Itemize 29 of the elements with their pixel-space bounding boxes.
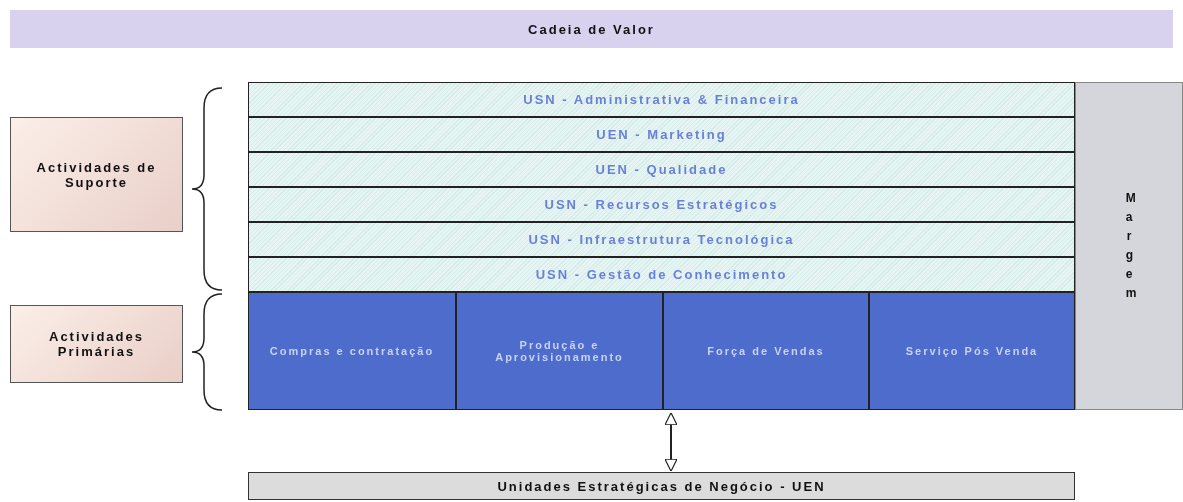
activity-bar — [248, 117, 1075, 152]
node-label: Actividades de Suporte — [35, 159, 158, 190]
unit-box — [248, 472, 1075, 500]
activity-box — [248, 292, 456, 410]
node-label: Actividades Primárias — [48, 329, 145, 359]
node-label: Força de Vendas — [707, 345, 825, 357]
node-label: USN - Recursos Estratégicos — [544, 197, 779, 212]
node-label: USN - Infraestrutura Tecnológica — [528, 232, 795, 247]
activity-bar — [248, 82, 1075, 117]
node-label: Serviço Pós Venda — [905, 345, 1039, 357]
activity-box — [869, 292, 1075, 410]
margin-bar — [1075, 82, 1183, 410]
activity-bar — [248, 257, 1075, 292]
activity-box — [456, 292, 663, 410]
title: Cadeia de Valor — [528, 21, 655, 37]
activity-bar — [248, 187, 1075, 222]
node-label: USN - Administrativa & Financeira — [523, 92, 800, 107]
node-label: Produção e Aprovisionamento — [494, 339, 625, 363]
category-box — [10, 117, 183, 232]
node-label: USN - Gestão de Conhecimento — [535, 267, 788, 282]
activity-bar — [248, 152, 1075, 187]
activity-bar — [248, 222, 1075, 257]
node-label: Unidades Estratégicas de Negócio - UEN — [497, 478, 826, 494]
category-box — [10, 305, 183, 383]
double-arrow — [664, 412, 678, 472]
node-label: UEN - Marketing — [596, 127, 727, 142]
activity-box — [663, 292, 869, 410]
node-label: UEN - Qualidade — [595, 162, 728, 177]
node-label: Compras e contratação — [269, 345, 435, 357]
